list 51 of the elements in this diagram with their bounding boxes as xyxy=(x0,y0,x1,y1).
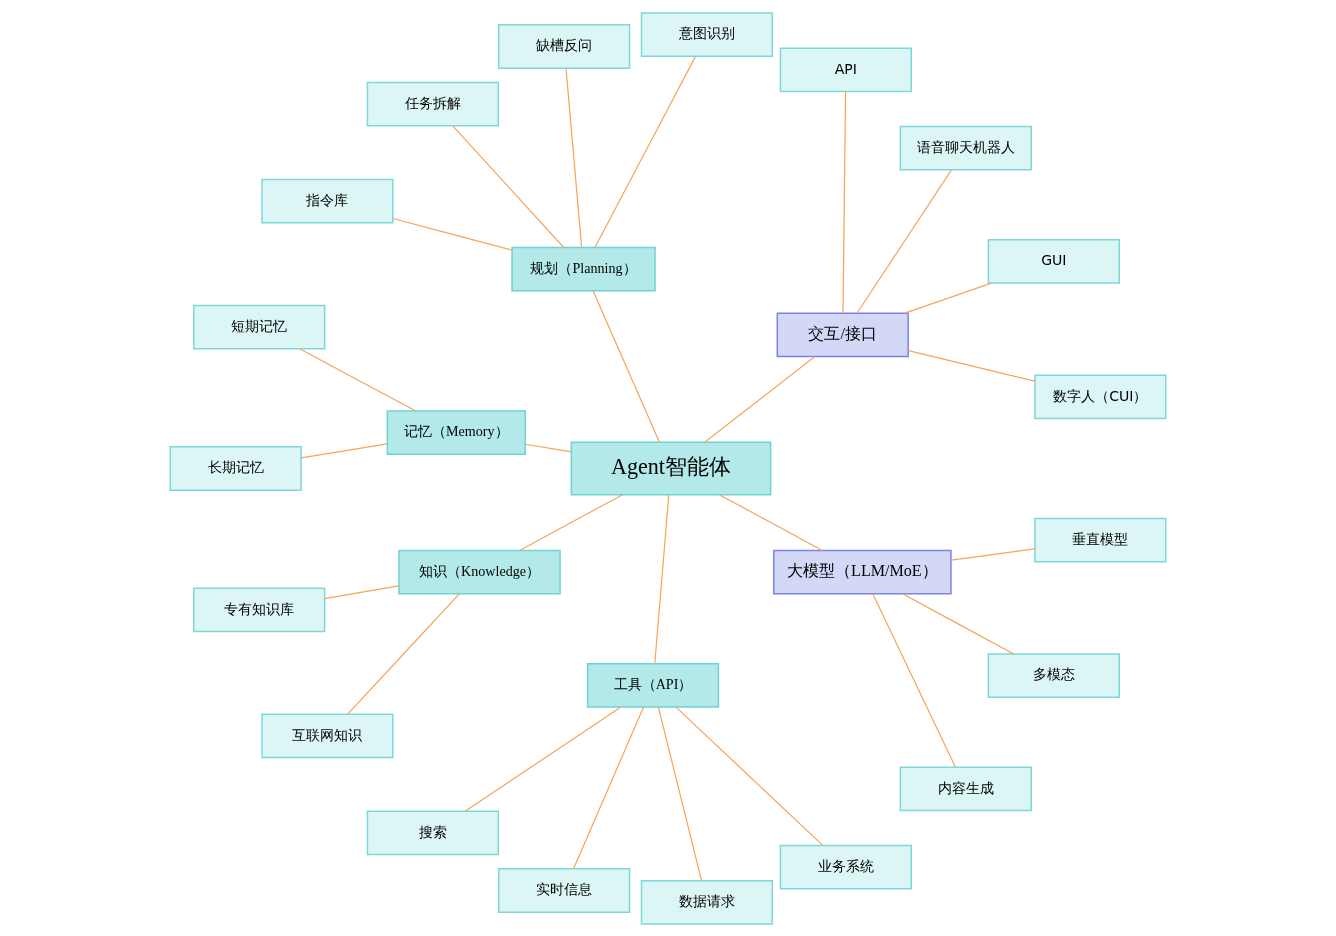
connector xyxy=(452,124,565,248)
node-box: GUI xyxy=(987,238,1120,284)
node-box: 长期记忆 xyxy=(169,445,302,491)
connector xyxy=(518,493,623,551)
node-box: 垂直模型 xyxy=(1034,517,1167,563)
node-box: 交互/接口 xyxy=(776,311,909,357)
node-box: Agent智能体 xyxy=(570,441,772,495)
node-box: 语音聊天机器人 xyxy=(899,125,1032,171)
node-box: 互联网知识 xyxy=(261,713,394,758)
node-box: 实时信息 xyxy=(497,867,631,913)
connector xyxy=(565,67,583,248)
node-box: 缺槽反问 xyxy=(497,23,631,69)
node-box: 多模态 xyxy=(987,652,1120,698)
connector xyxy=(856,169,952,314)
node-box: 任务拆解 xyxy=(366,81,500,126)
connector xyxy=(299,347,417,411)
node-box: 指令库 xyxy=(261,178,394,223)
connector xyxy=(950,547,1036,561)
connector xyxy=(572,706,645,869)
node-box: 大模型（LLM/MoE） xyxy=(773,549,952,594)
node-box: 数字人（CUI） xyxy=(1034,373,1167,419)
connector xyxy=(907,349,1036,382)
connector xyxy=(592,289,660,443)
connector xyxy=(347,592,460,715)
connector xyxy=(464,706,622,812)
node-box: 数据请求 xyxy=(640,879,774,925)
node-box: 记忆（Memory） xyxy=(386,409,526,455)
connector xyxy=(524,443,572,452)
node-box: 意图识别 xyxy=(640,11,774,57)
connector xyxy=(901,592,1015,655)
connector xyxy=(654,494,670,664)
connector xyxy=(719,493,823,551)
connector xyxy=(904,281,992,314)
connector xyxy=(872,592,957,768)
node-box: 搜索 xyxy=(366,810,500,855)
connector xyxy=(392,217,513,251)
node-box: 业务系统 xyxy=(779,844,912,890)
connector xyxy=(594,55,696,248)
node-box: 知识（Knowledge） xyxy=(398,549,561,594)
connector xyxy=(300,442,388,458)
node-box: 工具（API） xyxy=(586,662,720,708)
node-box: API xyxy=(779,46,912,92)
node-box: 专有知识库 xyxy=(193,586,326,632)
connector xyxy=(704,355,816,443)
node-box: 短期记忆 xyxy=(193,304,326,350)
connector xyxy=(657,706,703,881)
node-box: 内容生成 xyxy=(899,765,1032,811)
connector xyxy=(324,584,400,599)
connector xyxy=(842,90,847,314)
connector xyxy=(675,706,824,846)
node-box: 规划（Planning） xyxy=(511,246,656,292)
